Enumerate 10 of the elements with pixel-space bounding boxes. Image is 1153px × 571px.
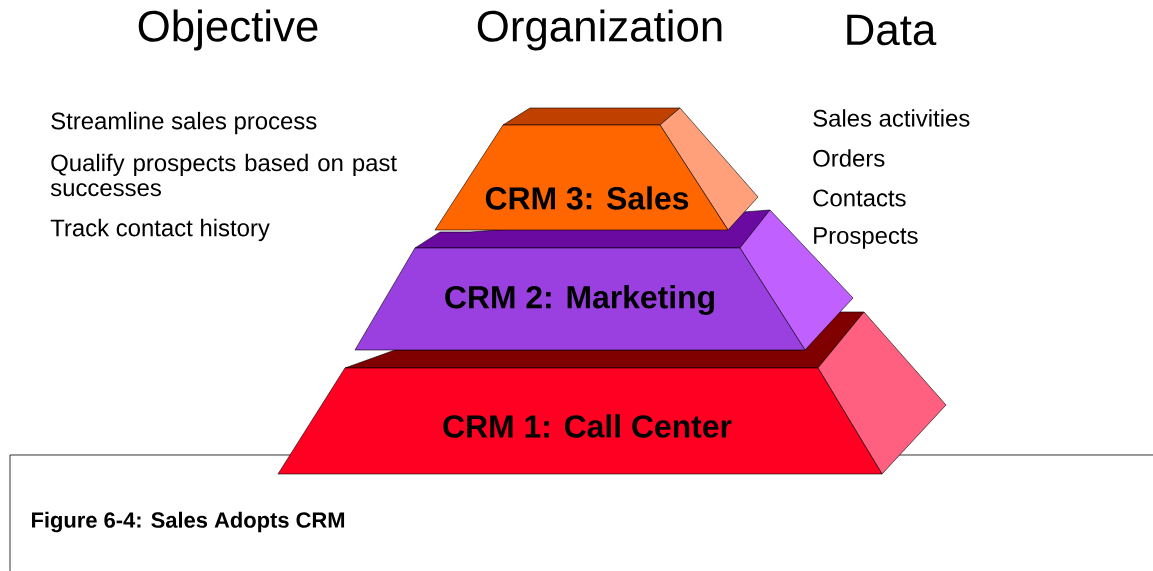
list-item: Contacts [813, 189, 906, 207]
list-item: Streamline sales process [51, 111, 317, 135]
list-item: Track contact history [50, 218, 270, 242]
column-heading: Organization [477, 9, 722, 51]
list-item: Sales activities [813, 109, 970, 127]
list-item: Qualify prospects based on past successes [50, 153, 397, 197]
pyramid-tier: CRM 3: Sales [434, 107, 759, 231]
list-item: Orders [813, 149, 885, 167]
column-heading: Objective [138, 9, 318, 51]
column-heading: Data [847, 14, 937, 46]
